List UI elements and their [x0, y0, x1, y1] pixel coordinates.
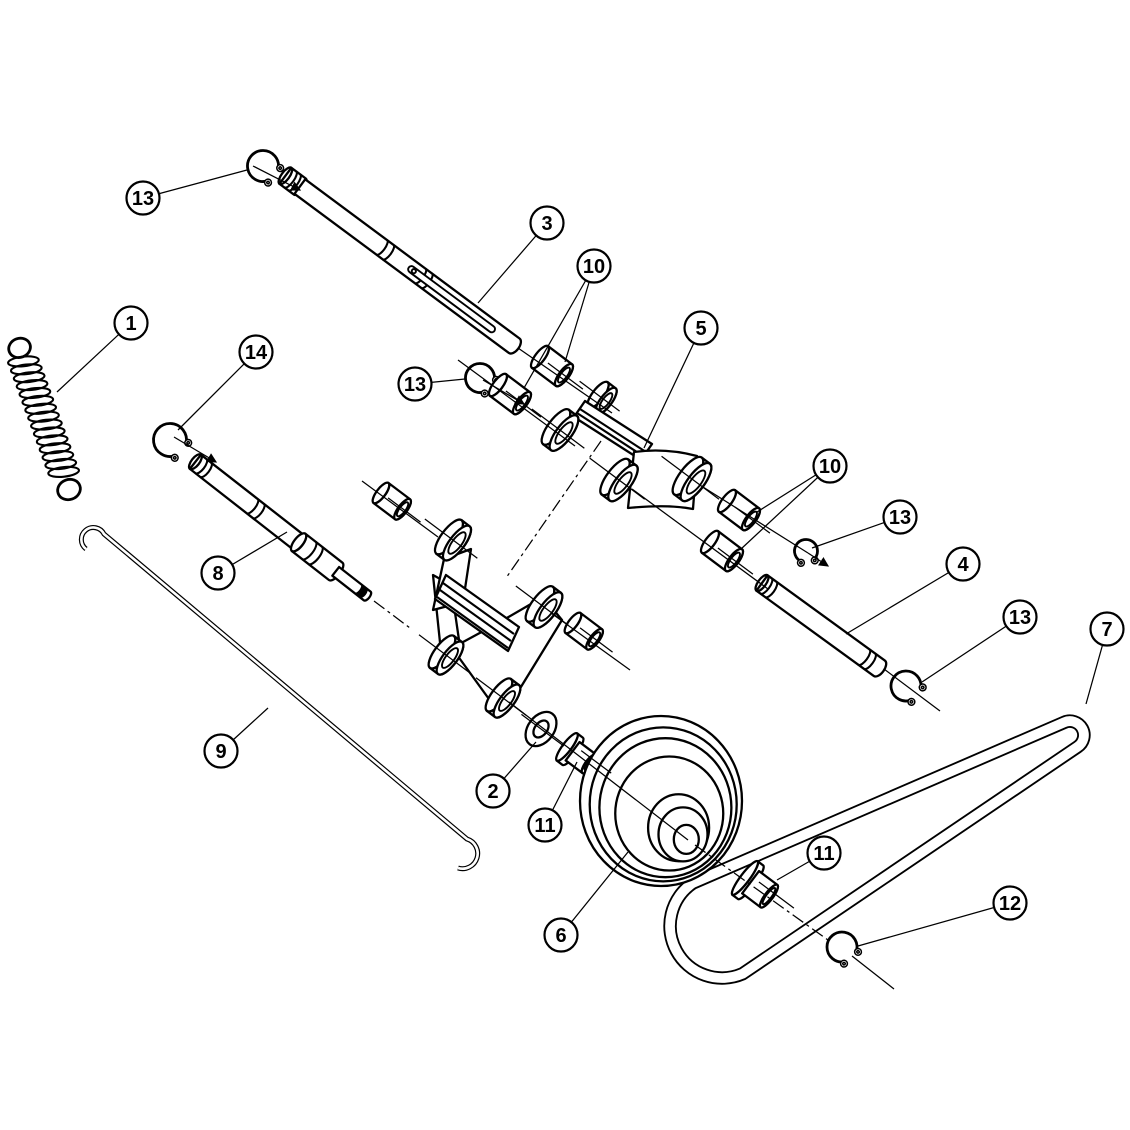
callout-12: 12: [857, 885, 1028, 947]
callout-3: 3: [477, 205, 565, 304]
callout-13: 13: [811, 499, 918, 549]
callout-6: 6: [543, 851, 629, 953]
callout-14: 14: [177, 334, 274, 431]
callout-4: 4: [845, 546, 981, 635]
stepped-shaft: [187, 453, 373, 602]
callout-2: 2: [475, 741, 537, 809]
callout-7: 7: [1085, 611, 1125, 705]
extension-spring: [7, 336, 82, 502]
svg-text:8: 8: [212, 563, 223, 585]
callout-11: 11: [527, 761, 578, 843]
svg-text:1: 1: [125, 313, 136, 335]
callout-5: 5: [643, 310, 719, 449]
svg-text:14: 14: [245, 342, 268, 364]
svg-text:10: 10: [583, 256, 605, 278]
svg-text:9: 9: [215, 741, 226, 763]
pulley: [578, 714, 744, 888]
callout-8: 8: [200, 531, 288, 591]
snap-ring-14: [152, 422, 193, 462]
snap-ring-12: [825, 930, 863, 968]
v-belt: [663, 714, 1091, 985]
callout-13: 13: [397, 366, 466, 402]
svg-text:11: 11: [813, 843, 834, 865]
hooked-rod: [78, 525, 481, 872]
callout-10: 10: [740, 448, 848, 550]
svg-text:11: 11: [534, 815, 555, 837]
callout-1: 1: [56, 305, 149, 393]
svg-text:13: 13: [404, 374, 426, 396]
svg-text:2: 2: [487, 781, 498, 803]
svg-text:5: 5: [695, 318, 706, 340]
svg-text:12: 12: [999, 893, 1021, 915]
axis-lines-layer: [173, 165, 941, 990]
callout-11: 11: [776, 835, 842, 881]
callout-9: 9: [203, 707, 269, 769]
slotted-rod: [277, 166, 523, 355]
svg-text:13: 13: [132, 188, 154, 210]
snap-ring-13-top: [246, 149, 285, 187]
callout-13: 13: [125, 169, 248, 216]
svg-text:10: 10: [819, 456, 841, 478]
parts-layer: [7, 149, 1091, 985]
svg-text:6: 6: [555, 925, 566, 947]
svg-text:13: 13: [1009, 607, 1031, 629]
svg-text:7: 7: [1101, 619, 1112, 641]
idler-shaft: [754, 573, 888, 678]
callout-10: 10: [523, 248, 612, 389]
upper-link-plate: [572, 399, 654, 462]
svg-text:4: 4: [957, 554, 969, 576]
callout-13: 13: [921, 599, 1038, 683]
svg-text:3: 3: [541, 213, 552, 235]
idler-bracket: [431, 547, 564, 708]
svg-text:13: 13: [889, 507, 911, 529]
snap-ring-13-small: [793, 538, 819, 567]
